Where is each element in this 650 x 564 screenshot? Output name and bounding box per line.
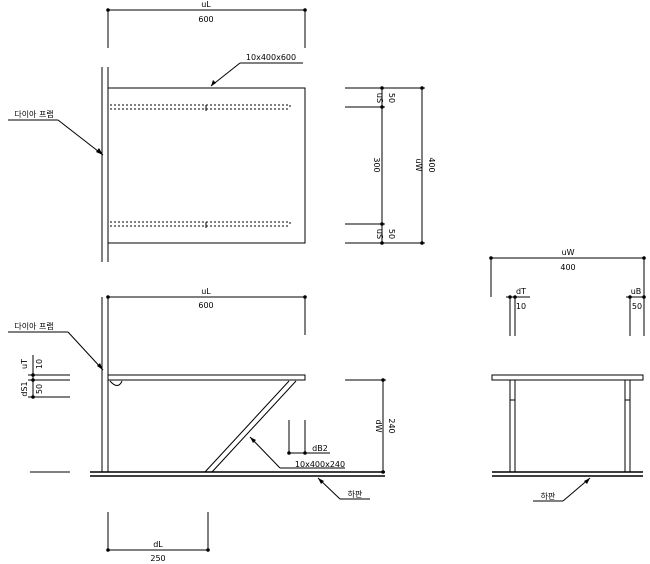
- flange-callout: 다이아 프랩: [14, 109, 53, 119]
- dimension-terminator: [420, 86, 424, 90]
- dim-value: 50: [632, 302, 642, 311]
- base-callout: 하판: [348, 489, 363, 499]
- weld-fillet: [109, 380, 123, 386]
- dimension-terminator: [628, 295, 632, 299]
- dim-label: uW: [414, 159, 423, 172]
- leader-line: [249, 436, 281, 469]
- dim-value: 250: [150, 554, 165, 563]
- dim-label: dL: [153, 540, 163, 549]
- dimension-terminator: [31, 373, 35, 377]
- dimension-terminator: [31, 395, 35, 399]
- front-top-plate: [491, 374, 644, 381]
- top-view: uL 600 10x400x600 다이아 프랩 uS 50 300 uS 50…: [8, 0, 436, 262]
- dim-value: 240: [387, 418, 396, 433]
- dimension-terminator: [380, 241, 384, 245]
- dim-value: 400: [427, 157, 436, 172]
- dim-value: 600: [198, 301, 213, 310]
- dim-label: uB: [631, 287, 642, 296]
- dim-value: 50: [387, 93, 396, 103]
- dim-label: uW: [562, 248, 575, 257]
- leader-arrow: [97, 363, 103, 370]
- dim-label: dB2: [312, 444, 328, 453]
- dim-value: 600: [198, 15, 213, 24]
- base-callout: 하판: [541, 491, 556, 501]
- brace-line: [211, 380, 297, 473]
- dim-label: uS: [375, 93, 384, 103]
- brace-line: [204, 380, 290, 473]
- dimension-terminator: [206, 548, 210, 552]
- dimension-terminator: [303, 451, 307, 455]
- dim-label: dS1: [20, 381, 29, 396]
- front-view: uW 400 dT 10 uB 50 하판: [489, 248, 646, 502]
- dimension-terminator: [303, 8, 307, 12]
- dim-value: 50: [387, 229, 396, 239]
- dim-label: uT: [20, 359, 29, 369]
- dim-value: 400: [560, 263, 575, 272]
- leader-arrow: [584, 478, 590, 484]
- dimension-terminator: [489, 256, 493, 260]
- dimension-terminator: [303, 295, 307, 299]
- dim-value: 300: [372, 157, 381, 172]
- dimension-terminator: [380, 222, 384, 226]
- dimension-terminator: [420, 241, 424, 245]
- dim-label: dT: [516, 287, 526, 296]
- dim-label: uL: [201, 287, 211, 296]
- dim-label: dW: [374, 420, 383, 433]
- dimension-terminator: [508, 295, 512, 299]
- dim-label: uL: [201, 0, 211, 9]
- leader-arrow: [250, 437, 256, 443]
- dimension-terminator: [106, 8, 110, 12]
- dimension-terminator: [381, 378, 385, 382]
- dimension-terminator: [380, 105, 384, 109]
- leader-line: [57, 119, 104, 156]
- leader-line: [210, 62, 241, 87]
- top-plate-section: [107, 374, 306, 381]
- dimension-terminator: [381, 470, 385, 474]
- dimension-terminator: [642, 295, 646, 299]
- dimension-terminator: [380, 86, 384, 90]
- leader-arrow: [318, 478, 324, 484]
- dimension-terminator: [106, 295, 110, 299]
- leader-arrow: [211, 80, 216, 86]
- brace-callout: 10x400x240: [295, 460, 345, 469]
- side-view: dB2 10x400x240 하판 uL 600 다이아 프랩: [8, 287, 396, 563]
- dim-value: 10: [35, 359, 44, 369]
- dimension-terminator: [642, 256, 646, 260]
- dimension-terminator: [287, 451, 291, 455]
- dim-label: uS: [375, 229, 384, 239]
- dimension-terminator: [513, 295, 517, 299]
- leader-line: [67, 331, 104, 371]
- plate-callout: 10x400x600: [246, 53, 296, 62]
- dimension-terminator: [106, 548, 110, 552]
- dim-value: 10: [516, 302, 526, 311]
- flange-callout: 다이아 프랩: [14, 321, 53, 331]
- top-plate-outline: [107, 87, 306, 244]
- leader-arrow: [96, 148, 103, 155]
- dimension-terminator: [31, 378, 35, 382]
- dim-value: 50: [35, 384, 44, 394]
